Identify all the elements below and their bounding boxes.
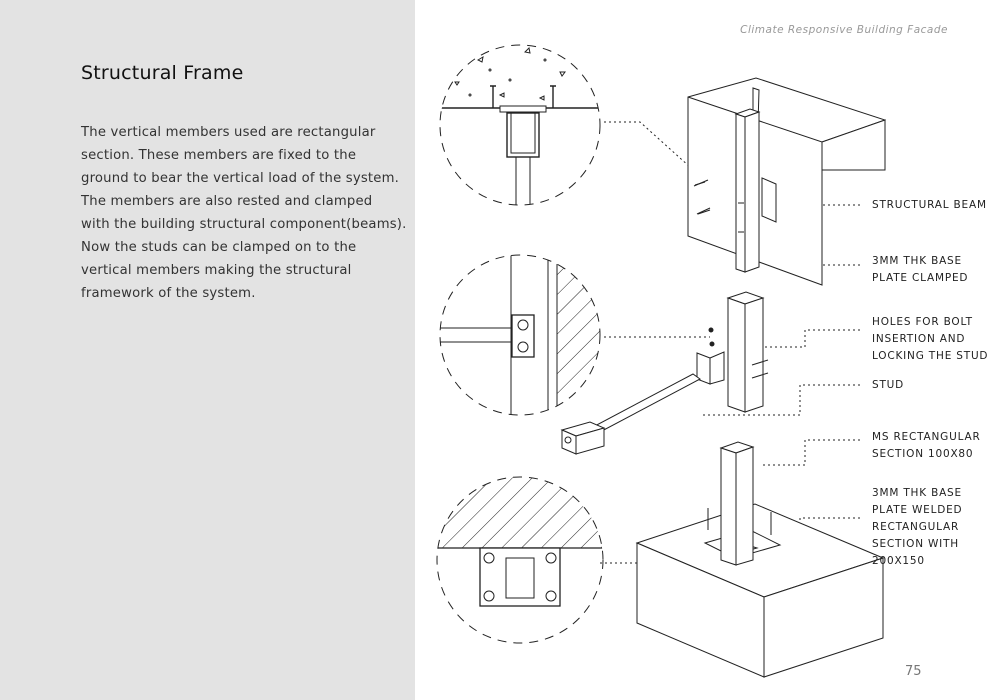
detail-circle-base-plate	[436, 476, 604, 644]
page-number: 75	[905, 664, 922, 679]
label-base-plate-welded: 200X150	[872, 555, 925, 567]
detail-circle-beam-top	[439, 44, 601, 206]
label-base-plate-welded: PLATE WELDED	[872, 504, 962, 516]
body-line: with the building structural component(b…	[81, 217, 407, 232]
label-base-plate-welded: RECTANGULAR	[872, 521, 959, 533]
header-note: Climate Responsive Building Facade	[740, 24, 948, 36]
base-assembly	[635, 441, 885, 678]
label-stud: STUD	[872, 379, 904, 391]
body-line: vertical members making the structural	[81, 263, 352, 278]
body-line: ground to bear the vertical load of the …	[81, 171, 400, 186]
label-holes-for-bolt: INSERTION AND	[872, 333, 965, 345]
label-holes-for-bolt: LOCKING THE STUD	[872, 350, 988, 362]
stud-assembly	[560, 291, 769, 455]
label-base-plate-welded: SECTION WITH	[872, 538, 959, 550]
label-structural-beam: STRUCTURAL BEAM	[872, 199, 987, 211]
body-line: framework of the system.	[81, 286, 256, 301]
drawing-labels: STRUCTURAL BEAM 3MM THK BASE PLATE CLAMP…	[872, 199, 988, 567]
label-ms-rectangular: MS RECTANGULAR	[872, 431, 981, 443]
label-base-plate-clamped: 3MM THK BASE	[872, 255, 962, 267]
body-text: The vertical members used are rectangula…	[81, 121, 411, 305]
label-base-plate-clamped: PLATE CLAMPED	[872, 272, 968, 284]
detail-circle-stud-clamp	[439, 254, 601, 416]
body-line: The members are also rested and clamped	[81, 194, 373, 209]
label-base-plate-welded: 3MM THK BASE	[872, 487, 962, 499]
beam-assembly	[687, 77, 887, 286]
body-line: Now the studs can be clamped on to the	[81, 240, 357, 255]
body-line: section. These members are fixed to the	[81, 148, 357, 163]
structural-drawing: STRUCTURAL BEAM 3MM THK BASE PLATE CLAMP…	[436, 44, 988, 678]
page-title: Structural Frame	[81, 62, 244, 84]
label-holes-for-bolt: HOLES FOR BOLT	[872, 316, 973, 328]
body-line: The vertical members used are rectangula…	[81, 125, 376, 140]
left-panel	[0, 0, 415, 700]
label-ms-rectangular: SECTION 100X80	[872, 448, 973, 460]
